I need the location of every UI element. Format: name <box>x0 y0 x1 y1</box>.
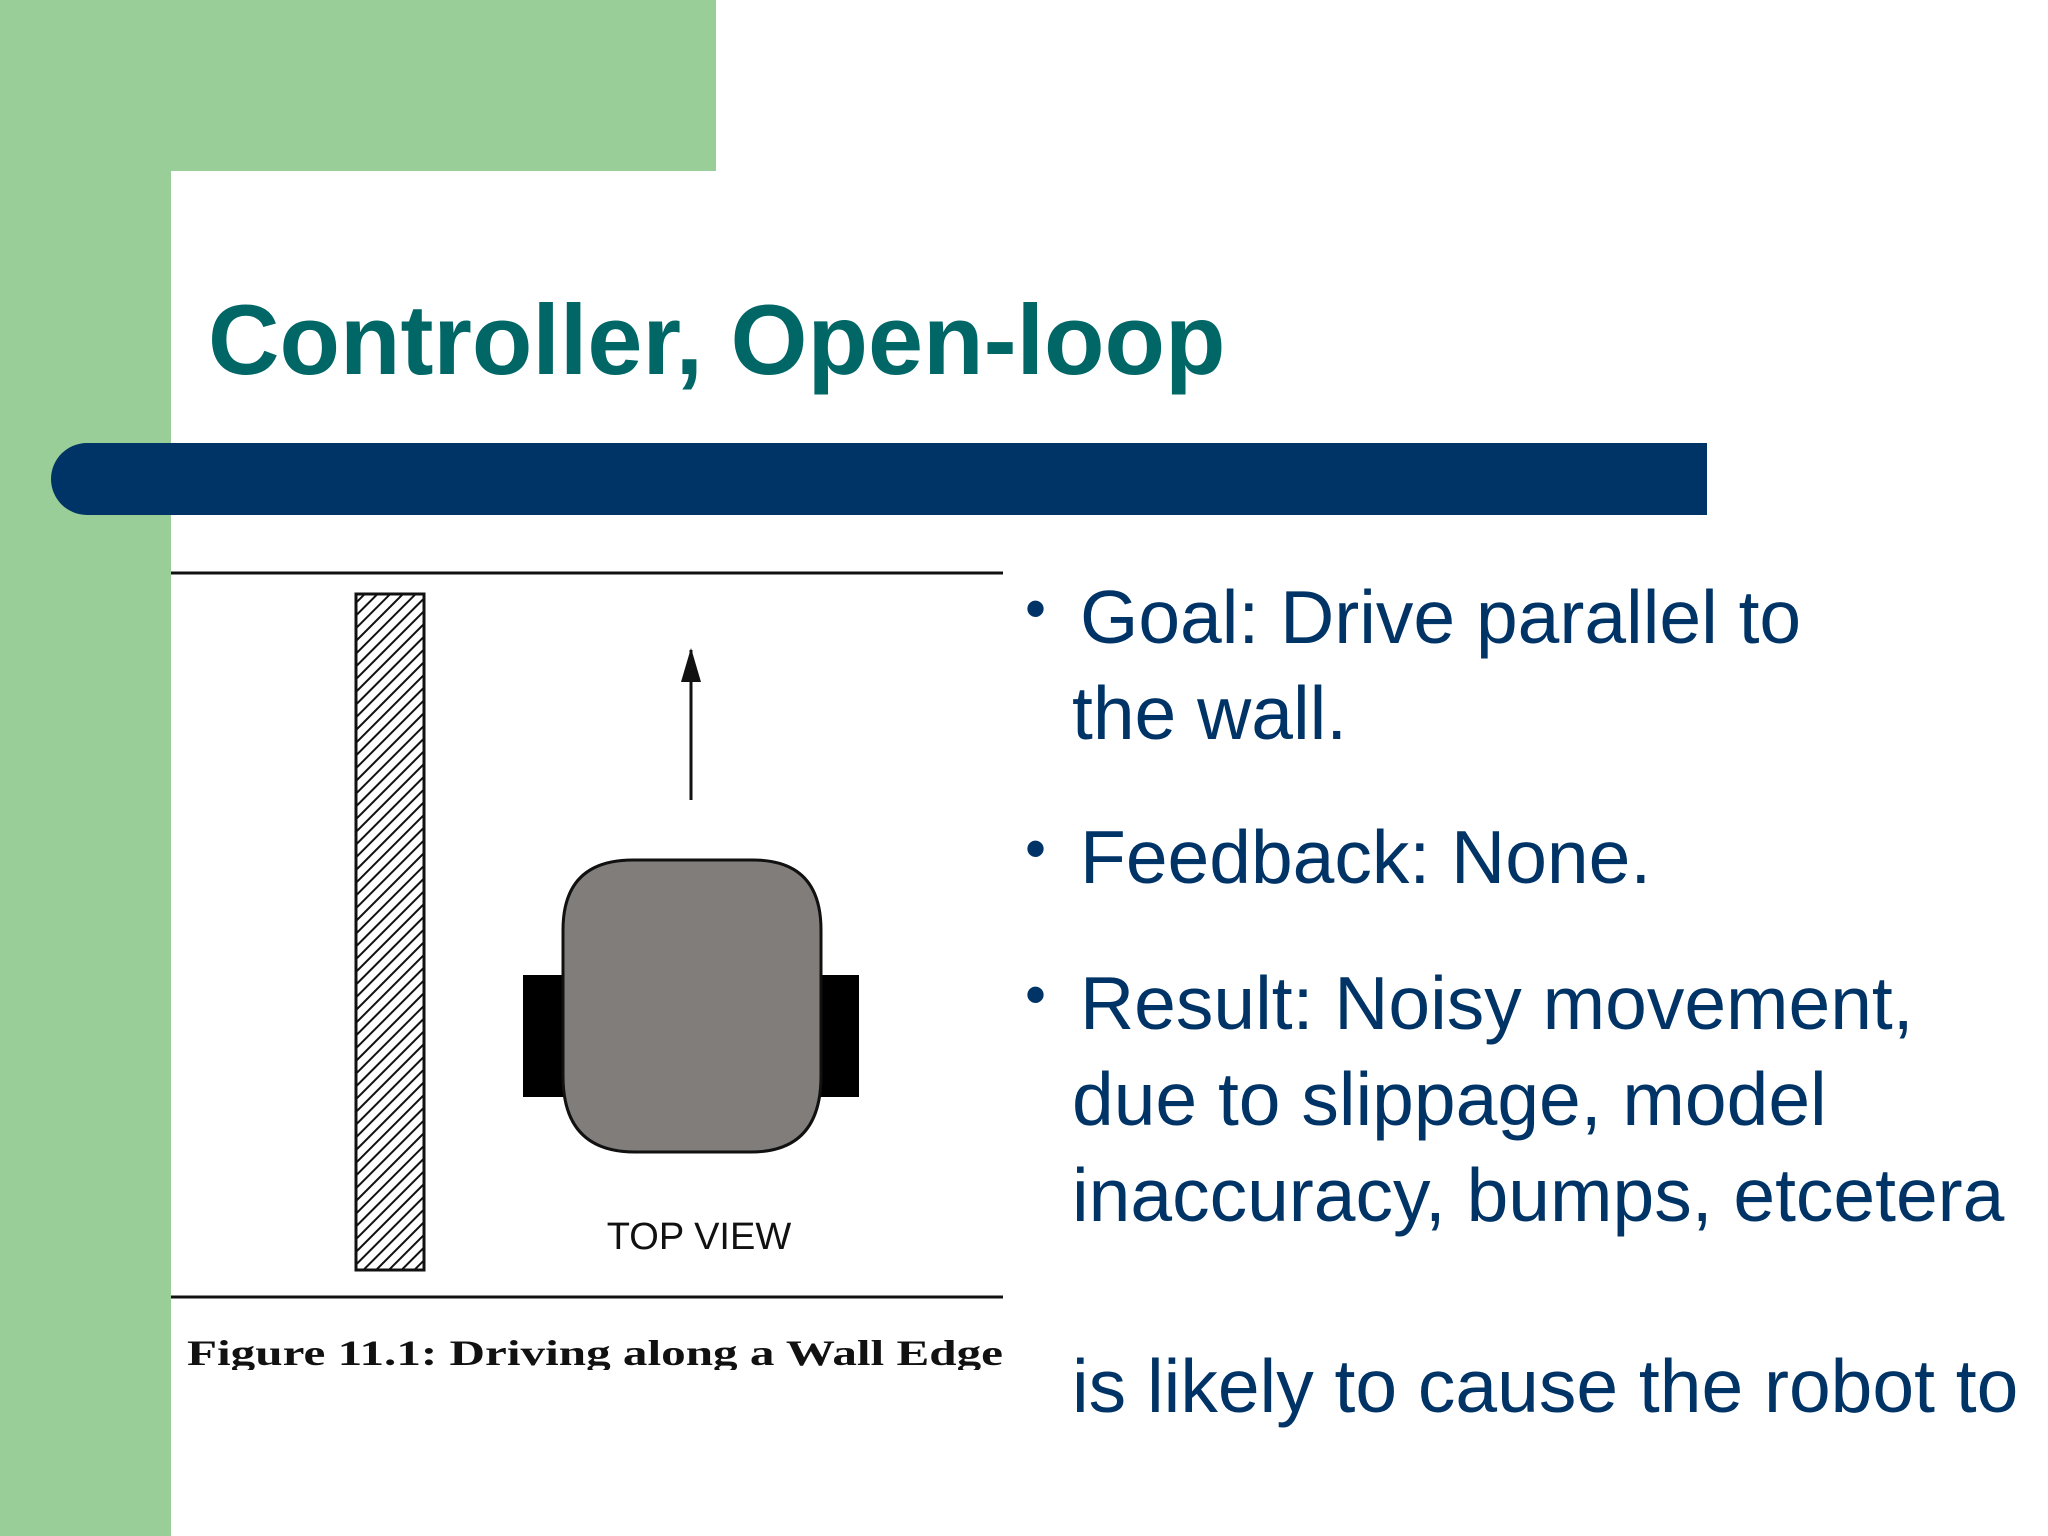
title-underline-bar <box>51 443 1707 515</box>
wall <box>354 592 426 1272</box>
bullet-text: Result: Noisy movement, <box>1080 961 1914 1045</box>
direction-arrow-head <box>681 648 701 682</box>
wall-following-figure: TOP VIEW Figure 11.1: Driving along a Wa… <box>171 570 1003 1370</box>
content-panel <box>171 171 2048 1536</box>
bullet-marker: • <box>1025 575 1047 642</box>
bullet-text: Feedback: None. <box>1080 815 1652 899</box>
figure-caption: Figure 11.1: Driving along a Wall Edge <box>187 1333 1003 1370</box>
slide-title: Controller, Open-loop <box>208 284 1226 395</box>
bullet-result-continuation-2: inaccuracy, bumps, etcetera <box>1072 1153 2005 1237</box>
left-wheel <box>523 975 565 1097</box>
top-green-band <box>0 0 716 171</box>
bullet-text: Goal: Drive parallel to <box>1080 575 1802 659</box>
trailing-text: is likely to cause the robot to <box>1072 1344 2019 1428</box>
bullet-result-continuation-1: due to slippage, model <box>1072 1057 1827 1141</box>
robot-body <box>561 858 823 1154</box>
bullet-marker: • <box>1025 961 1047 1028</box>
bullet-goal-continuation: the wall. <box>1072 671 1348 755</box>
right-wheel <box>817 975 859 1097</box>
figure-drawing: TOP VIEW Figure 11.1: Driving along a Wa… <box>171 571 1003 1370</box>
bullet-list: • Goal: Drive parallel to the wall. • Fe… <box>1025 563 2048 1463</box>
top-view-label: TOP VIEW <box>607 1216 792 1258</box>
left-green-band <box>0 0 171 1536</box>
bullet-marker: • <box>1025 815 1047 882</box>
